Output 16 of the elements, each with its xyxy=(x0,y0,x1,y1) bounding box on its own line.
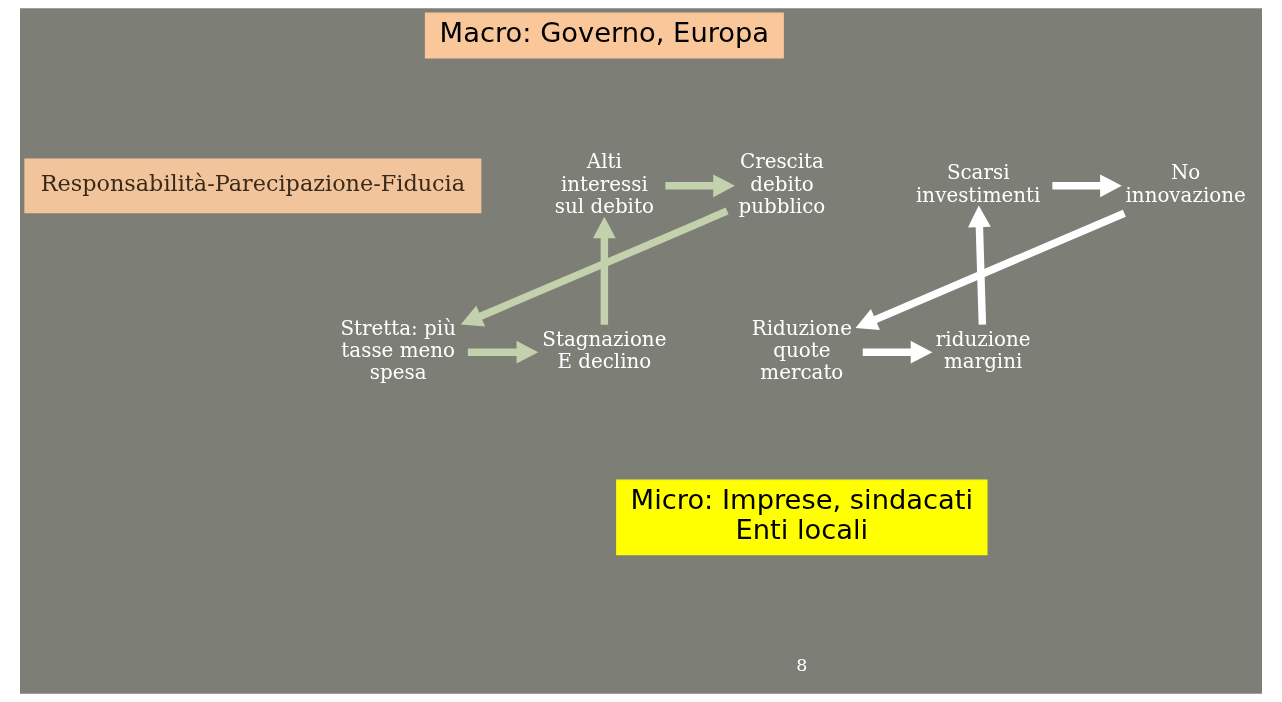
label: 8 xyxy=(796,655,808,676)
node-box: Macro: Governo, Europa xyxy=(424,12,784,59)
arrow xyxy=(460,207,729,327)
node-text: No innovazione xyxy=(1125,161,1246,207)
node-box: Micro: Imprese, sindacati Enti locali xyxy=(616,479,988,556)
arrow xyxy=(862,340,933,364)
node-text: riduzione margini xyxy=(935,327,1031,374)
node-text: Crescita debito pubblico xyxy=(738,150,826,218)
node-text: Alti interessi sul debito xyxy=(554,150,654,218)
node-text: Scarsi investimenti xyxy=(916,161,1041,207)
arrow xyxy=(855,209,1126,331)
node-box: Responsabilità-Parecipazione-Fiducia xyxy=(24,158,482,214)
node-text: Stagnazione E declino xyxy=(542,327,667,374)
node-text: Stretta: più tasse meno spesa xyxy=(340,316,456,385)
node-text: Riduzione quote mercato xyxy=(751,316,852,385)
arrow xyxy=(467,340,539,364)
